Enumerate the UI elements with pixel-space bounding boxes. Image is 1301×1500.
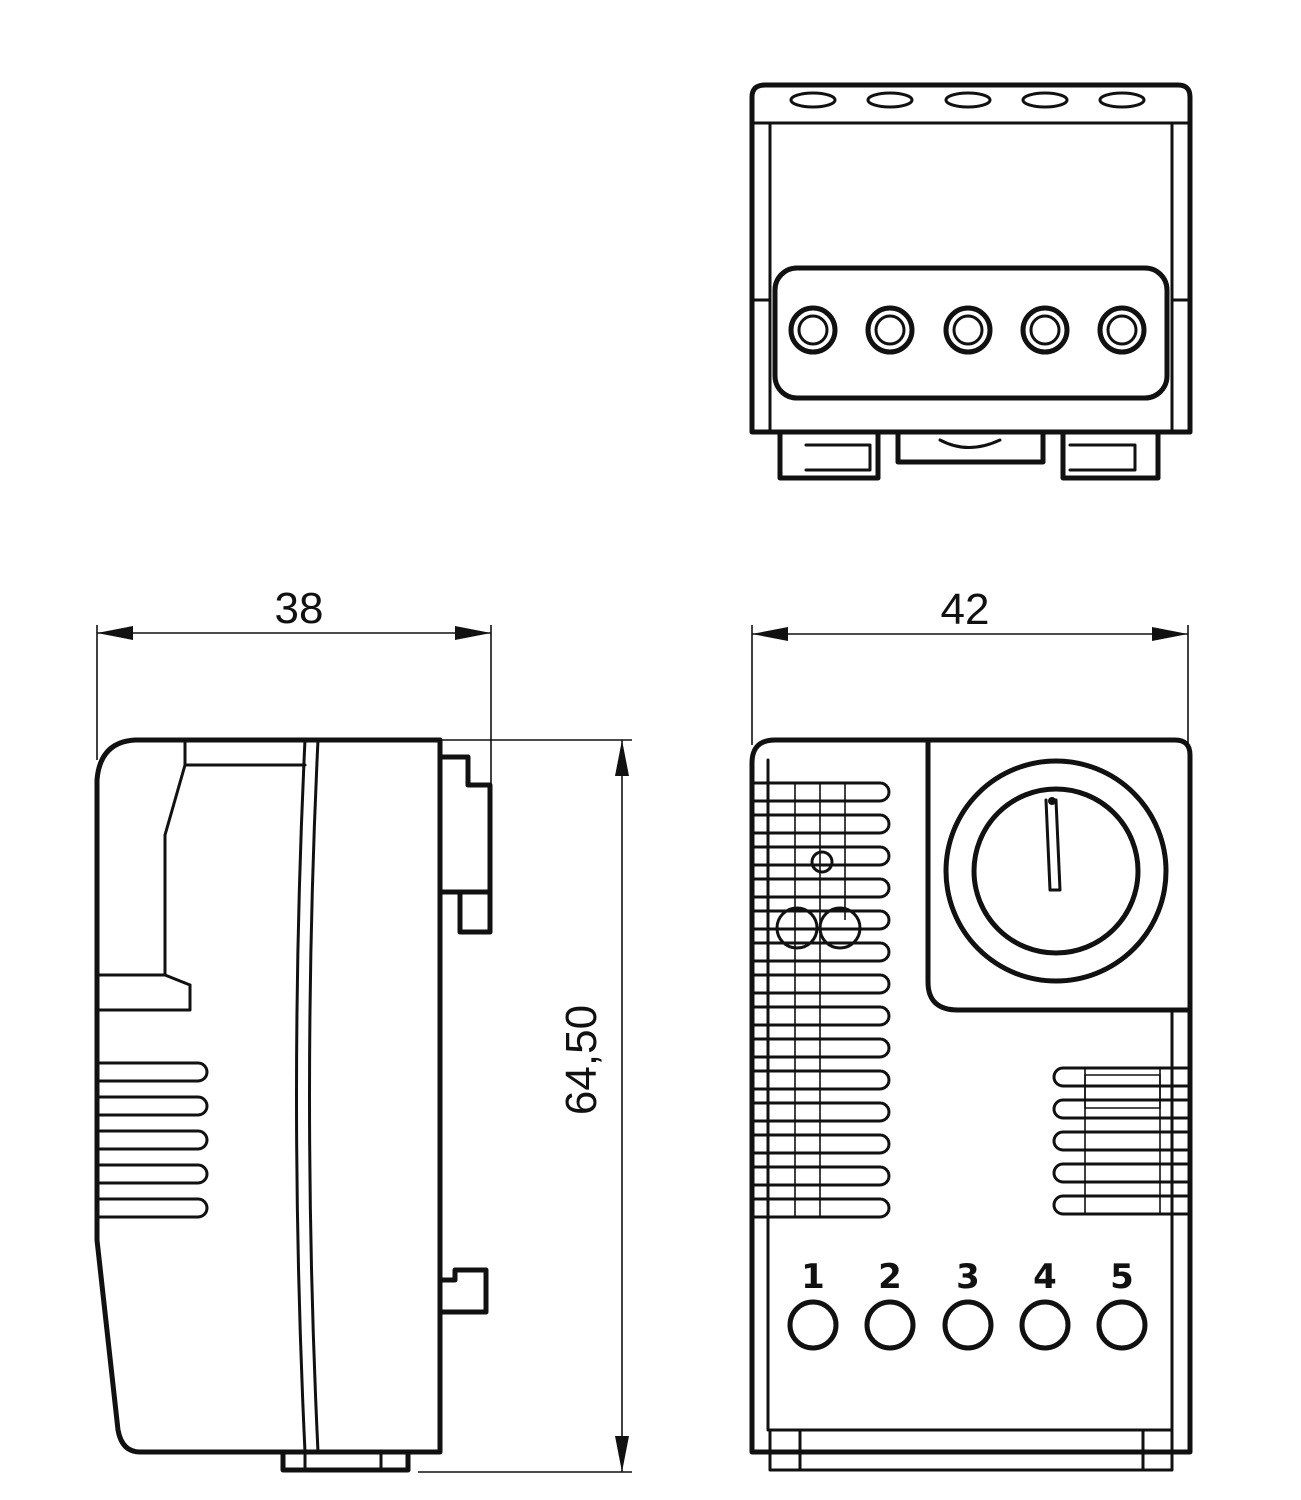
height-dimension-label: 64,50 xyxy=(557,1005,606,1115)
depth-dimension-label: 38 xyxy=(275,584,324,633)
side-vents xyxy=(98,1061,209,1219)
dimension-depth: 38 xyxy=(96,584,492,785)
top-view xyxy=(749,82,1193,481)
width-dimension-label: 42 xyxy=(941,585,990,634)
front-left-vents xyxy=(753,781,891,1219)
dimension-height: 64,50 xyxy=(418,739,632,1473)
front-right-vents xyxy=(1052,1066,1189,1216)
top-screw-heads xyxy=(789,91,1146,109)
side-view xyxy=(94,737,493,1473)
dimension-width: 42 xyxy=(751,585,1189,745)
terminal-label: 1 xyxy=(801,1257,825,1297)
terminal-label: 2 xyxy=(878,1257,902,1297)
front-view: 1 2 3 4 5 xyxy=(749,737,1193,1472)
terminal-row: 1 2 3 4 5 xyxy=(787,1257,1148,1351)
terminal-label: 4 xyxy=(1033,1257,1057,1297)
top-terminal-screws xyxy=(788,305,1147,355)
terminal-label: 3 xyxy=(956,1257,980,1297)
terminal-label: 5 xyxy=(1110,1257,1134,1297)
